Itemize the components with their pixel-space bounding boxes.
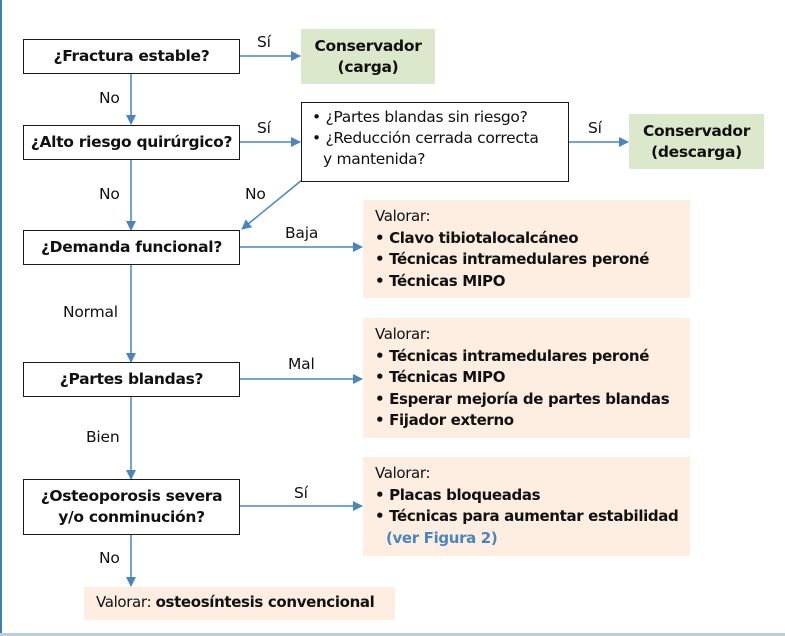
frame-bottom-border xyxy=(0,633,785,636)
node-text: ¿Fractura estable? xyxy=(53,47,210,65)
figure-2-link[interactable]: (ver Figura 2) xyxy=(386,528,498,547)
recommendation-heading: Valorar: xyxy=(375,207,431,225)
recommendation-mal: Valorar: • Técnicas intramedulares peron… xyxy=(363,318,690,438)
node-text: ¿Partes blandas? xyxy=(59,370,204,388)
outcome-line1: Conservador xyxy=(314,36,422,55)
recommendation-item: • Esperar mejoría de partes blandas xyxy=(375,389,670,408)
recommendation-item: • Clavo tibiotalocalcáneo xyxy=(375,228,579,247)
label-no: No xyxy=(99,549,120,567)
node-alto-riesgo: ¿Alto riesgo quirúrgico? xyxy=(23,125,240,160)
label-si: Sí xyxy=(294,484,308,502)
recommendation-item: • Técnicas intramedulares peroné xyxy=(375,250,650,268)
label-no: No xyxy=(99,89,120,107)
label-bien: Bien xyxy=(86,428,120,446)
node-demanda-funcional: ¿Demanda funcional? xyxy=(23,230,240,265)
node-text-line2: y/o conminución? xyxy=(58,508,205,526)
recommendation-item: • Técnicas MIPO xyxy=(375,368,506,386)
node-osteoporosis: ¿Osteoporosis severa y/o conminución? xyxy=(23,479,240,535)
label-no: No xyxy=(245,185,266,203)
arrow-checks-no xyxy=(241,179,303,230)
check-line: • ¿Partes blandas sin riesgo? xyxy=(312,108,528,126)
node-text: ¿Alto riesgo quirúrgico? xyxy=(30,133,233,151)
check-line: • ¿Reducción cerrada correcta xyxy=(312,129,539,147)
node-fractura-estable: ¿Fractura estable? xyxy=(23,39,240,74)
recommendation-item: • Técnicas MIPO xyxy=(375,271,506,290)
recommendation-item: • Técnicas intramedulares peroné xyxy=(375,346,650,365)
label-si: Sí xyxy=(257,119,271,137)
recommendation-heading: Valorar: xyxy=(96,593,152,611)
label-mal: Mal xyxy=(288,355,315,373)
outcome-conservador-carga: Conservador (carga) xyxy=(301,29,435,84)
node-text-line1: ¿Osteoporosis severa xyxy=(40,487,223,505)
recommendation-baja: Valorar: • Clavo tibiotalocalcáneo • Téc… xyxy=(363,200,690,298)
outcome-conservador-descarga: Conservador (descarga) xyxy=(629,114,764,169)
outcome-line2: (carga) xyxy=(337,57,399,76)
recommendation-osteo: Valorar: • Placas bloqueadas • Técnicas … xyxy=(363,457,690,556)
outcome-line1: Conservador xyxy=(642,121,751,140)
check-line: y mantenida? xyxy=(323,150,426,168)
label-si: Sí xyxy=(257,33,271,51)
label-baja: Baja xyxy=(285,224,319,242)
recommendation-item: • Placas bloqueadas xyxy=(375,485,541,504)
outcome-line2: (descarga) xyxy=(651,142,742,161)
label-si: Sí xyxy=(588,119,602,137)
frame-left-border xyxy=(0,0,2,634)
label-normal: Normal xyxy=(63,303,118,321)
node-partes-blandas: ¿Partes blandas? xyxy=(23,362,240,397)
recommendation-heading: Valorar: xyxy=(375,464,431,482)
recommendation-heading: Valorar: xyxy=(375,325,431,343)
checks-box: • ¿Partes blandas sin riesgo? • ¿Reducci… xyxy=(301,102,569,182)
recommendation-item: • Técnicas para aumentar estabilidad xyxy=(375,507,679,525)
recommendation-convencional: Valorar: osteosíntesis convencional xyxy=(84,587,395,620)
recommendation-item: osteosíntesis convencional xyxy=(155,593,375,611)
label-no: No xyxy=(99,185,120,203)
recommendation-item: • Fijador externo xyxy=(375,411,514,429)
node-text: ¿Demanda funcional? xyxy=(40,238,223,256)
